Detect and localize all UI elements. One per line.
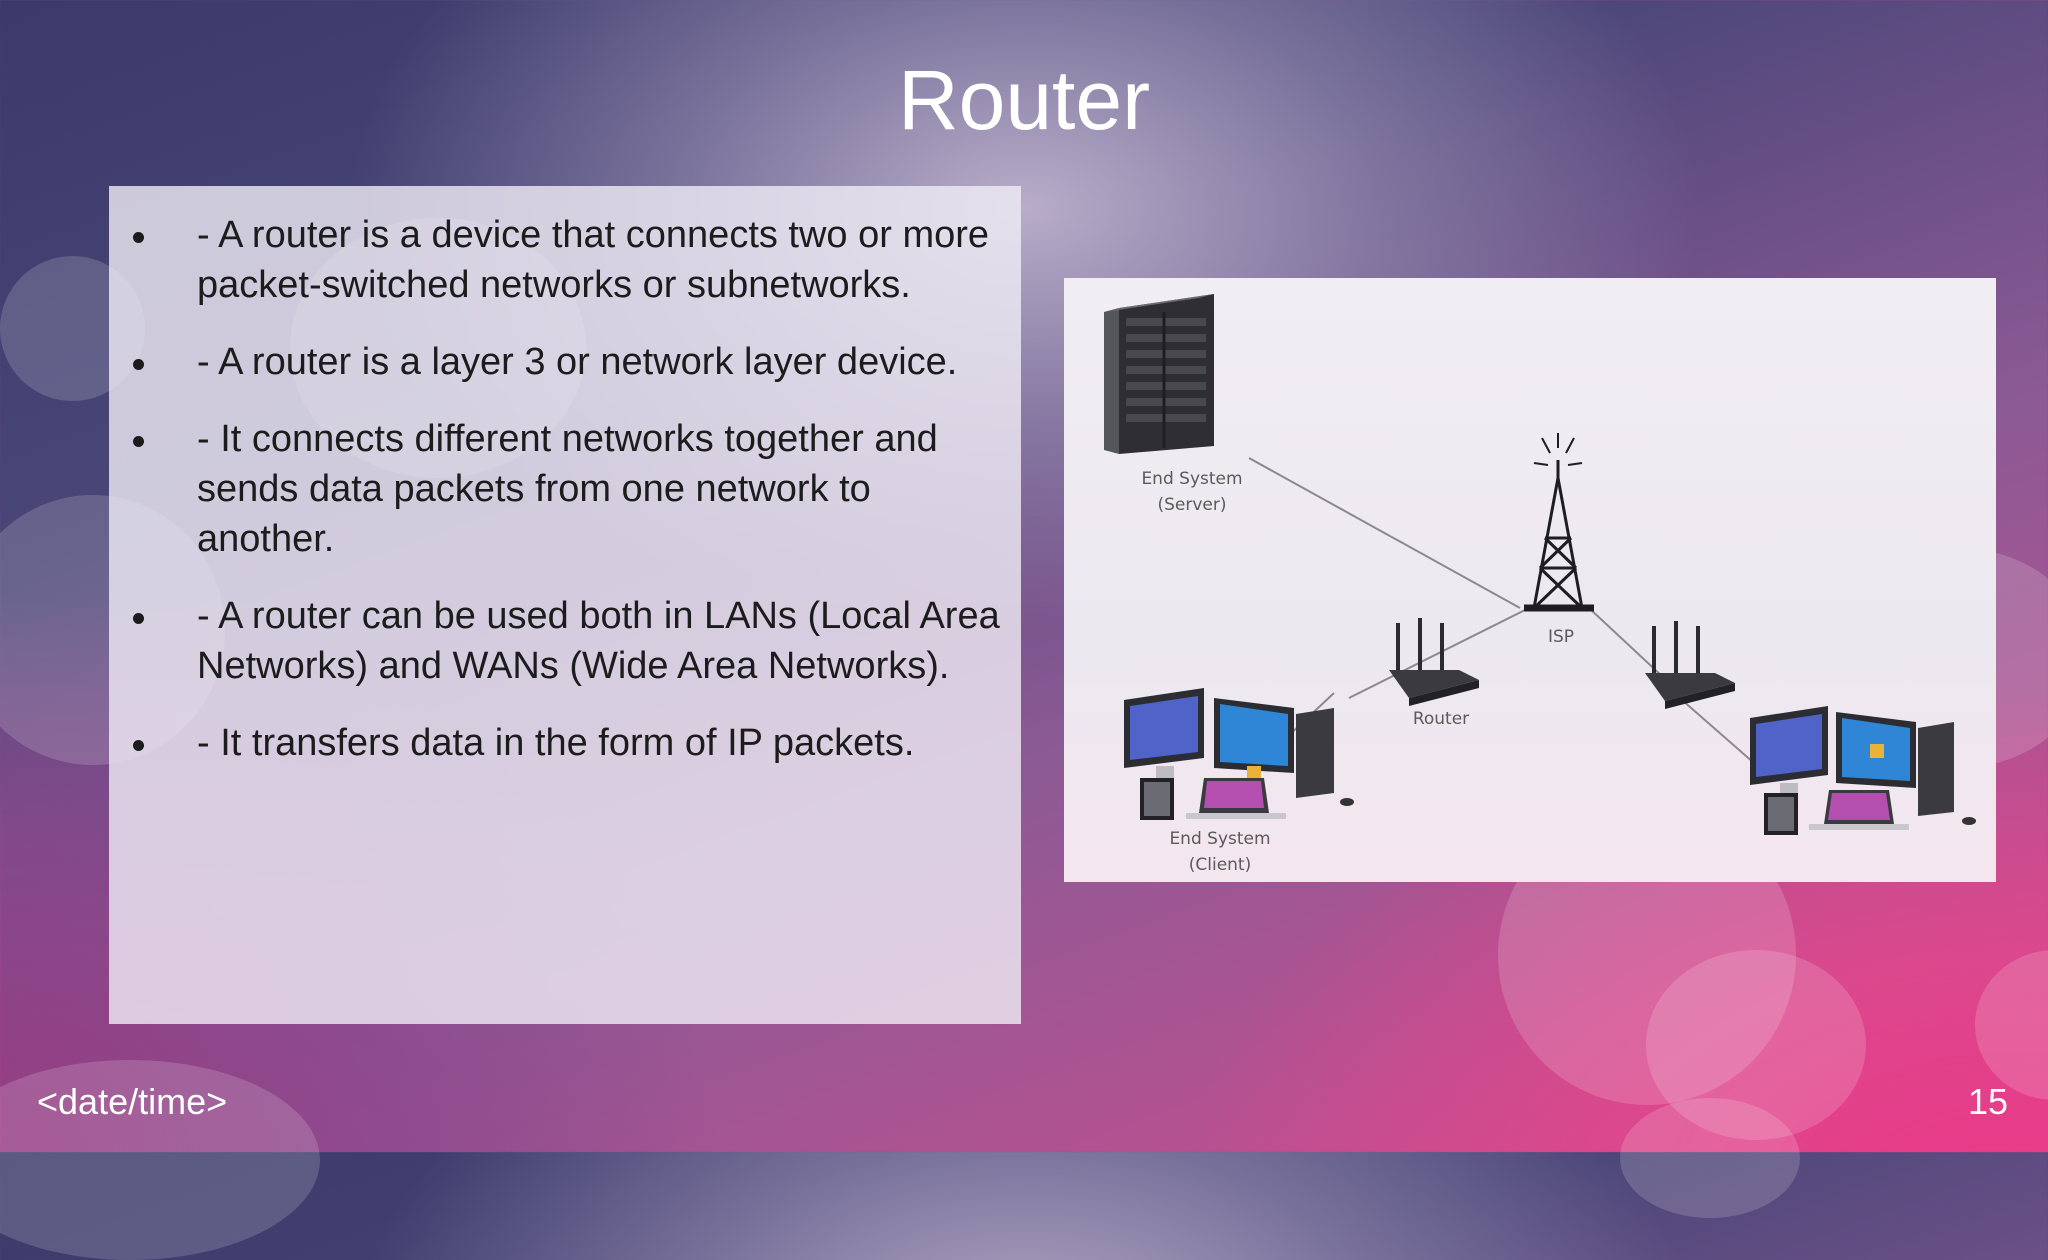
server-label: End System [1141,469,1242,489]
server-icon [1104,294,1214,454]
bullet-text: - A router is a layer 3 or network layer… [197,341,958,383]
bullet-list: - A router is a device that connects two… [109,210,1009,795]
bullet-dot-icon [133,613,144,624]
server-label: (Server) [1157,495,1226,515]
router-icon [1645,621,1735,709]
bullet-dot-icon [133,740,144,751]
bullet-item: - A router is a device that connects two… [109,210,1009,310]
footer-date: <date/time> [37,1081,228,1122]
link-isp-router2 [1588,607,1665,679]
client-computers-icon [1750,706,1976,835]
bullet-text: - It transfers data in the form of IP pa… [197,722,915,764]
link-server-isp [1248,457,1521,609]
bullet-text: - A router can be used both in LANs (Loc… [197,595,1000,687]
client-label: (Client) [1189,855,1251,875]
router-icon [1389,618,1479,706]
bullet-item: - It connects different networks togethe… [109,414,1009,564]
network-diagram: End System (Server) ISP [1064,278,1996,882]
bullet-text: - A router is a device that connects two… [197,214,990,306]
bg-bubble [1646,950,1866,1140]
slide-number: 15 [1967,1081,2008,1122]
isp-tower-icon [1524,433,1594,612]
link-router-isp [1348,607,1530,699]
slide-title: Router [897,53,1151,147]
bullet-dot-icon [133,232,144,243]
bullet-text: - It connects different networks togethe… [197,418,938,560]
link-router2-client2 [1673,692,1755,764]
bg-bubble [1620,1098,1800,1218]
bg-bubble [1975,950,2048,1100]
router-label: Router [1413,709,1469,729]
client-computers-icon [1124,688,1354,820]
client-label: End System [1169,829,1270,849]
network-diagram-svg: End System (Server) ISP [1104,294,1976,875]
text-panel: - A router is a device that connects two… [109,186,1021,1024]
bullet-dot-icon [133,436,144,447]
bullet-item: - A router can be used both in LANs (Loc… [109,591,1009,691]
bullet-dot-icon [133,359,144,370]
isp-label: ISP [1548,627,1574,647]
bullet-item: - A router is a layer 3 or network layer… [109,337,1009,387]
bullet-item: - It transfers data in the form of IP pa… [109,718,1009,768]
